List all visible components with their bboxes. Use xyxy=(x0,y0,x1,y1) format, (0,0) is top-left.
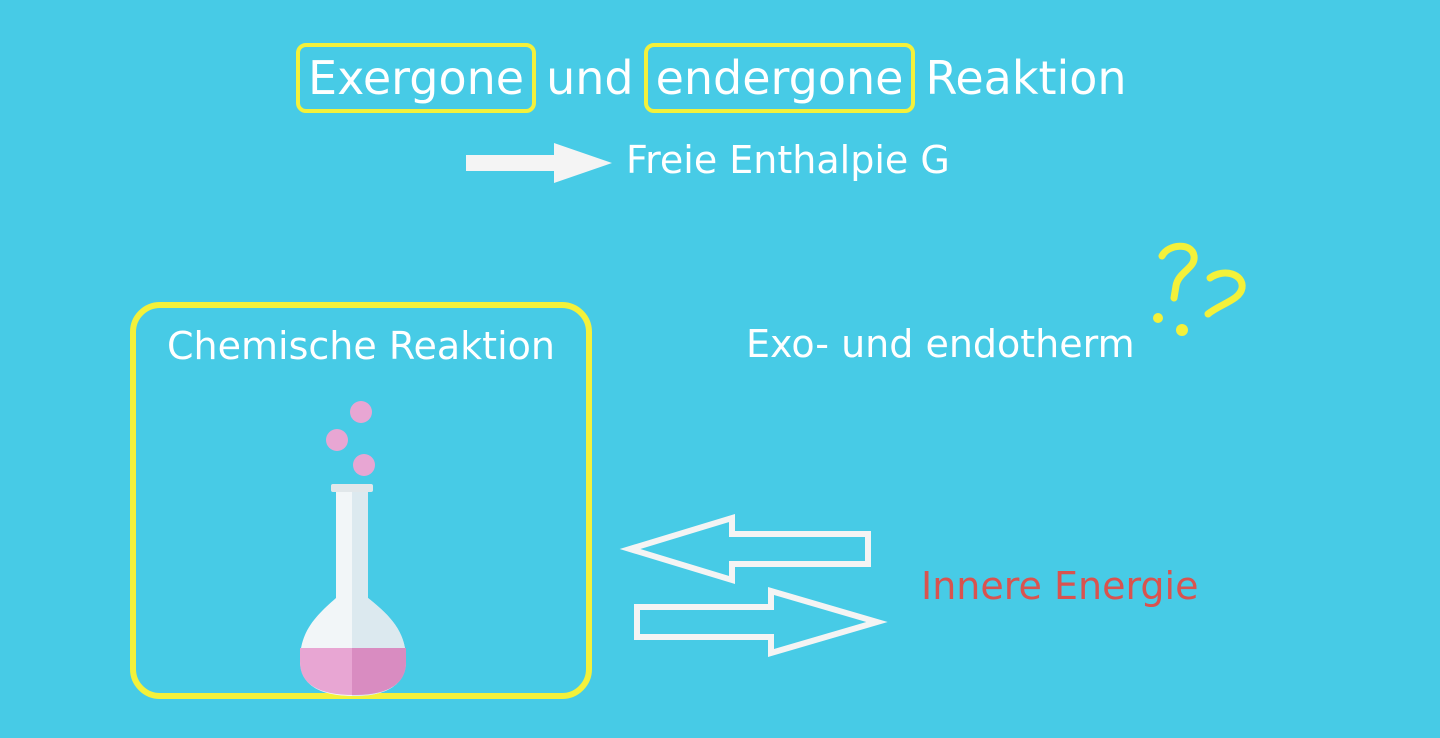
inner-energy-label: Innere Energie xyxy=(921,564,1199,608)
bubble xyxy=(350,401,372,423)
title-word-reaktion: Reaktion xyxy=(925,51,1127,105)
bubble xyxy=(353,454,375,476)
subtitle: Freie Enthalpie G xyxy=(626,138,950,182)
reaction-box-title: Chemische Reaktion xyxy=(167,324,555,368)
exo-endo-label: Exo- und endotherm xyxy=(746,322,1135,366)
title-row: Exergone und endergone Reaktion xyxy=(296,42,1127,114)
flask-icon xyxy=(300,401,406,696)
right-arrow-icon xyxy=(466,143,612,183)
reaction-box: Chemische Reaktion xyxy=(130,302,592,699)
title-word-exergone: Exergone xyxy=(296,43,537,113)
bubble xyxy=(326,429,348,451)
question-marks-icon xyxy=(1153,242,1246,336)
left-outline-arrow-icon xyxy=(619,513,871,585)
title-connector: und xyxy=(546,51,634,105)
right-outline-arrow-icon xyxy=(634,586,888,658)
title-word-endergone: endergone xyxy=(643,43,916,113)
